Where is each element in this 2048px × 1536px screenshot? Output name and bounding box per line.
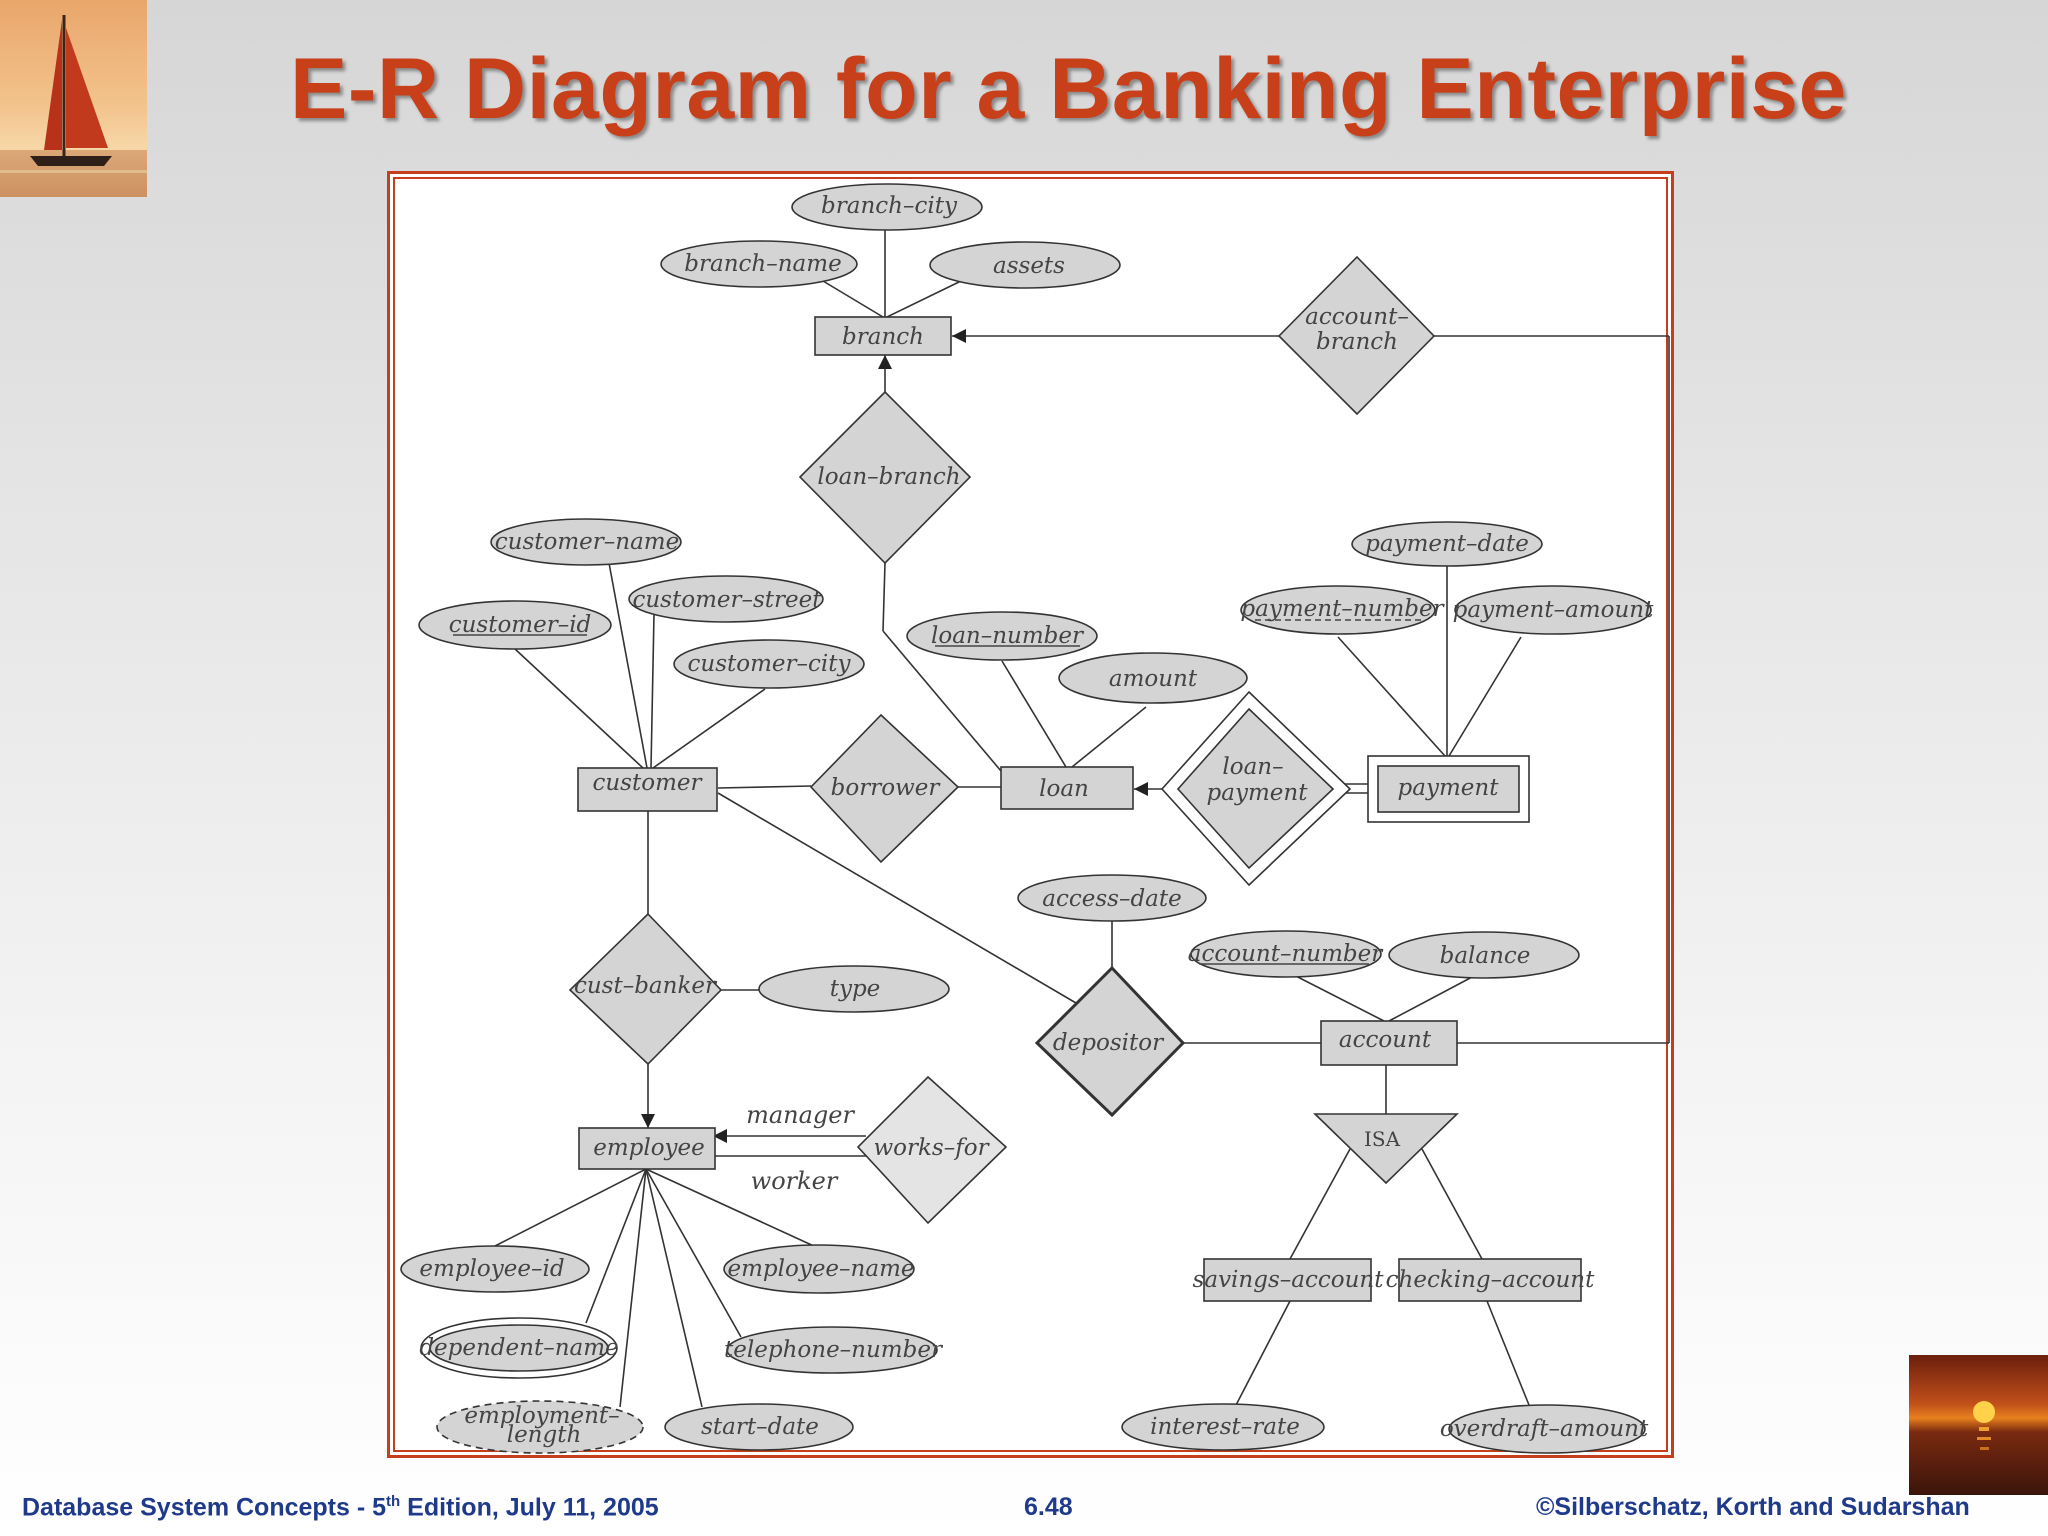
footer-edition-suffix: th: [386, 1493, 401, 1510]
borrower-label: borrower: [831, 775, 942, 801]
interest-rate-label: interest–rate: [1150, 1414, 1300, 1440]
assets-label: assets: [993, 253, 1065, 279]
sunset-logo: [1909, 1355, 2048, 1495]
payment-number-attribute: [1240, 585, 1436, 635]
customer-label: customer: [592, 770, 703, 796]
account-branch-relationship: [1277, 255, 1436, 416]
employee-name-label: employee–name: [727, 1256, 914, 1282]
branch-name-attribute: [660, 240, 858, 288]
checking-account-entity: [1398, 1258, 1582, 1302]
account-label: account: [1339, 1027, 1432, 1053]
employment-length-label-1: employment–: [464, 1403, 619, 1429]
customer-name-label: customer–name: [495, 529, 679, 555]
branch-name-label: branch–name: [684, 251, 841, 277]
telephone-number-label: telephone–number: [724, 1337, 944, 1363]
account-entity: [1320, 1020, 1458, 1066]
interest-rate-attribute: [1121, 1403, 1325, 1451]
payment-date-label: payment–date: [1365, 531, 1529, 557]
type-label: type: [830, 976, 881, 1002]
amount-attribute: [1058, 652, 1248, 704]
account-number-attribute: [1190, 930, 1382, 978]
balance-attribute: [1388, 931, 1580, 979]
dependent-name-label: dependent–name: [419, 1335, 618, 1361]
dependent-name-attribute: [429, 1324, 609, 1372]
worker-role-label: worker: [751, 1167, 839, 1195]
assets-attribute: [929, 241, 1121, 289]
loan-payment-label-1: loan–: [1222, 754, 1283, 780]
start-date-attribute: [664, 1403, 854, 1451]
balance-label: balance: [1440, 943, 1531, 969]
borrower-relationship: [809, 713, 960, 864]
diagram-frame: branch customer loan payment employee ac…: [387, 171, 1674, 1458]
customer-street-label: customer–street: [632, 587, 822, 613]
customer-id-label: customer–id: [449, 612, 592, 638]
overdraft-amount-attribute: [1448, 1404, 1646, 1454]
depositor-relationship: [1034, 965, 1186, 1118]
employment-length-attribute: [436, 1400, 644, 1454]
footer-copyright: ©Silberschatz, Korth and Sudarshan: [1536, 1493, 1970, 1521]
savings-account-label: savings–account: [1193, 1267, 1385, 1293]
cust-banker-label: cust–banker: [574, 973, 718, 999]
start-date-label: start–date: [701, 1414, 819, 1440]
loan-branch-label: loan–branch: [817, 464, 960, 490]
account-number-label: account–number: [1188, 941, 1384, 967]
employee-id-label: employee–id: [419, 1256, 564, 1282]
payment-date-attribute: [1351, 521, 1543, 567]
slide-title: E-R Diagram for a Banking Enterprise: [290, 41, 1847, 137]
footer-page-number: 6.48: [1024, 1493, 1073, 1521]
loan-entity: [1000, 766, 1134, 810]
isa-label: ISA: [1364, 1127, 1401, 1151]
employee-name-attribute: [723, 1244, 915, 1294]
payment-amount-attribute: [1454, 585, 1652, 635]
account-branch-label-1: account–: [1305, 304, 1409, 330]
loan-payment-relationship: [1176, 707, 1335, 870]
footer-book-title: Database System Concepts - 5: [22, 1493, 387, 1522]
depositor-label: depositor: [1053, 1030, 1165, 1056]
isa-triangle: [1313, 1113, 1459, 1185]
loan-label: loan: [1039, 776, 1089, 802]
footer-edition-date: Edition, July 11, 2005: [400, 1493, 659, 1522]
loan-number-attribute: [906, 611, 1098, 661]
access-date-label: access–date: [1042, 886, 1181, 912]
customer-entity: [577, 767, 718, 812]
payment-number-label: payment–number: [1240, 596, 1445, 622]
payment-entity: [1377, 765, 1520, 813]
customer-name-attribute: [490, 518, 682, 566]
branch-entity: [814, 316, 952, 356]
loan-branch-relationship: [798, 390, 972, 565]
works-for-relationship: [856, 1075, 1008, 1225]
account-branch-label-2: branch: [1316, 329, 1398, 355]
manager-role-label: manager: [746, 1101, 855, 1129]
employee-id-attribute: [400, 1245, 590, 1293]
employee-label: employee: [593, 1135, 705, 1161]
type-attribute: [758, 965, 950, 1013]
footer-book-info: Database System Concepts - 5th Edition, …: [22, 1493, 659, 1522]
payment-label: payment: [1398, 775, 1500, 801]
branch-city-label: branch–city: [821, 193, 958, 219]
cust-banker-relationship: [568, 912, 723, 1066]
overdraft-amount-label: overdraft–amount: [1440, 1416, 1649, 1442]
branch-label: branch: [842, 324, 924, 350]
employee-entity: [578, 1127, 716, 1170]
employment-length-label-2: length: [507, 1422, 582, 1448]
savings-account-entity: [1203, 1258, 1372, 1302]
telephone-number-attribute: [726, 1326, 938, 1374]
loan-payment-label-2: payment: [1207, 780, 1309, 806]
customer-city-label: customer–city: [688, 651, 852, 677]
works-for-label: works–for: [873, 1135, 990, 1161]
sailboat-logo: [0, 0, 147, 197]
payment-amount-label: payment–amount: [1453, 597, 1654, 623]
customer-id-attribute: [418, 600, 612, 650]
branch-city-attribute: [791, 183, 983, 231]
loan-number-label: loan–number: [931, 623, 1085, 649]
er-diagram: branch customer loan payment employee ac…: [400, 183, 1670, 1454]
customer-street-attribute: [628, 575, 824, 623]
customer-city-attribute: [673, 639, 865, 689]
amount-label: amount: [1109, 666, 1198, 692]
checking-account-label: checking–account: [1386, 1267, 1595, 1293]
access-date-attribute: [1017, 874, 1207, 922]
